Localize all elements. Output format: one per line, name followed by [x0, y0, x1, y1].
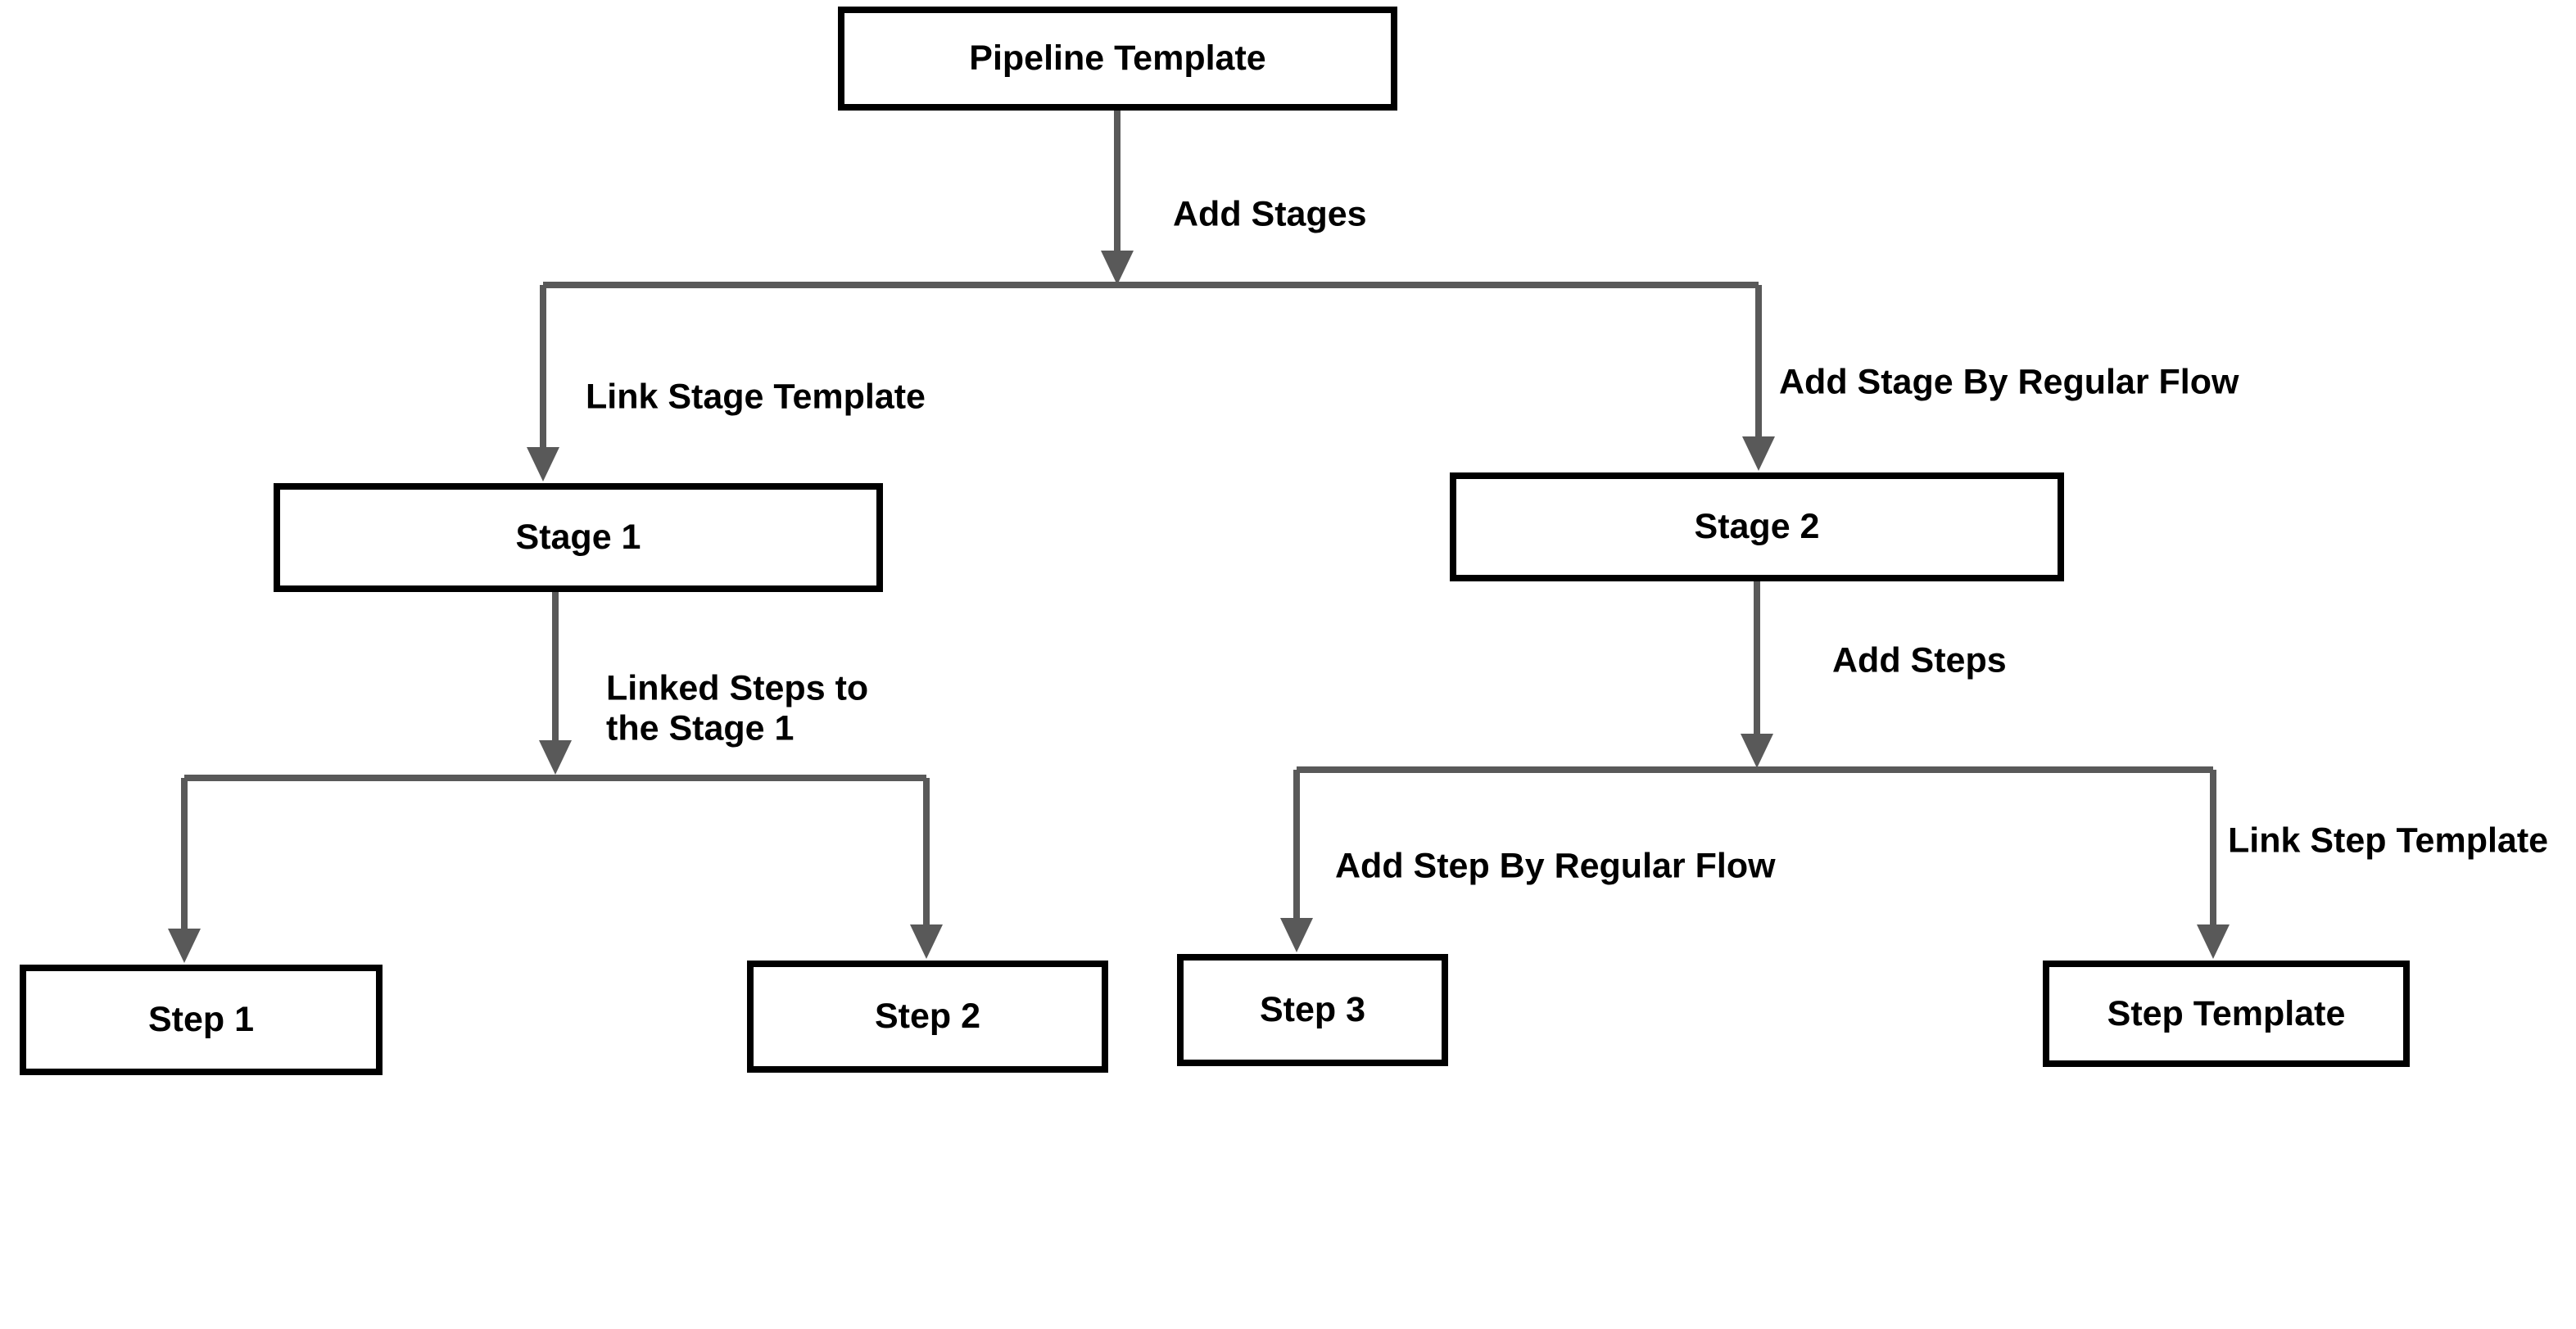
connector-stage-1-down-arrowhead: [539, 740, 572, 775]
node-step-template-label: Step Template: [2107, 993, 2346, 1033]
connector-branch-to-stage-2-arrowhead: [1742, 436, 1775, 471]
node-stage-1-label: Stage 1: [515, 518, 641, 557]
edge-label-linked-steps-to-the-stage-1: Linked Steps to the Stage 1: [606, 668, 869, 748]
edge-label-link-stage-template: Link Stage Template: [586, 377, 926, 417]
node-stage-2: Stage 2: [1450, 472, 2064, 581]
node-pipeline-template: Pipeline Template: [838, 7, 1397, 111]
connector-branch-to-step-template-arrowhead: [2197, 924, 2230, 959]
connector-pipeline-down-arrowhead: [1101, 251, 1134, 285]
connector-branch-to-step-1-arrowhead: [168, 929, 201, 963]
connector-branch-to-step-2-arrowhead: [910, 924, 943, 959]
node-step-1: Step 1: [20, 965, 383, 1075]
edge-label-link-step-template: Link Step Template: [2228, 820, 2549, 861]
connector-branch-to-step-3-arrowhead: [1280, 918, 1313, 952]
node-pipeline-template-label: Pipeline Template: [969, 38, 1266, 78]
node-step-2: Step 2: [747, 961, 1108, 1073]
connector-stage-2-down-arrowhead: [1741, 734, 1773, 768]
edge-label-add-step-by-regular-flow: Add Step By Regular Flow: [1335, 846, 1776, 886]
edge-label-add-steps: Add Steps: [1832, 640, 2007, 680]
edge-label-add-stages: Add Stages: [1173, 194, 1367, 234]
node-step-2-label: Step 2: [874, 997, 981, 1036]
node-step-3: Step 3: [1177, 954, 1448, 1066]
connector-branch-to-stage-1-arrowhead: [527, 447, 559, 481]
node-step-3-label: Step 3: [1259, 990, 1366, 1029]
node-stage-1: Stage 1: [274, 483, 883, 592]
node-stage-2-label: Stage 2: [1694, 507, 1820, 546]
node-step-template: Step Template: [2043, 961, 2410, 1067]
edge-label-add-stage-by-regular-flow: Add Stage By Regular Flow: [1779, 362, 2239, 402]
node-step-1-label: Step 1: [147, 1000, 255, 1039]
